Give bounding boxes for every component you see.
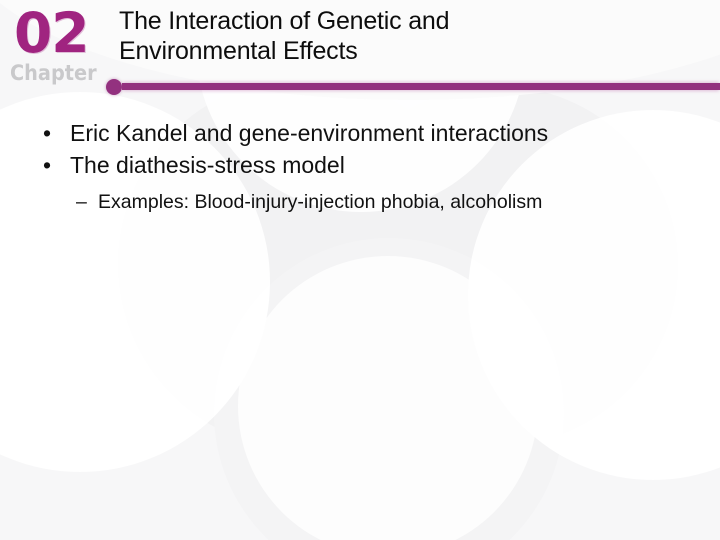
divider-dot-icon xyxy=(106,79,122,95)
slide-header: 02 Chapter The Interaction of Genetic an… xyxy=(0,0,720,104)
list-item-text: Eric Kandel and gene-environment interac… xyxy=(70,120,549,146)
header-divider xyxy=(122,83,720,90)
bullet-marker-icon: • xyxy=(43,120,52,146)
list-item-text: The diathesis-stress model xyxy=(70,151,345,178)
list-item: • The diathesis-stress model xyxy=(0,150,720,181)
page-title: The Interaction of Genetic and Environme… xyxy=(119,7,450,65)
background-disc-center-low xyxy=(238,256,538,540)
chapter-label: Chapter xyxy=(10,61,97,85)
slide-body: • Eric Kandel and gene-environment inter… xyxy=(0,118,720,216)
sub-list-item-text: Examples: Blood-injury-injection phobia,… xyxy=(98,191,543,213)
dash-marker-icon: – xyxy=(76,191,87,213)
background-circle-bottom xyxy=(214,238,564,540)
bullet-marker-icon: • xyxy=(43,151,52,178)
chapter-number: 02 xyxy=(14,1,90,65)
list-item: • Eric Kandel and gene-environment inter… xyxy=(0,118,720,149)
chapter-badge: 02 Chapter xyxy=(8,1,108,85)
sub-list-item: – Examples: Blood-injury-injection phobi… xyxy=(0,188,720,216)
